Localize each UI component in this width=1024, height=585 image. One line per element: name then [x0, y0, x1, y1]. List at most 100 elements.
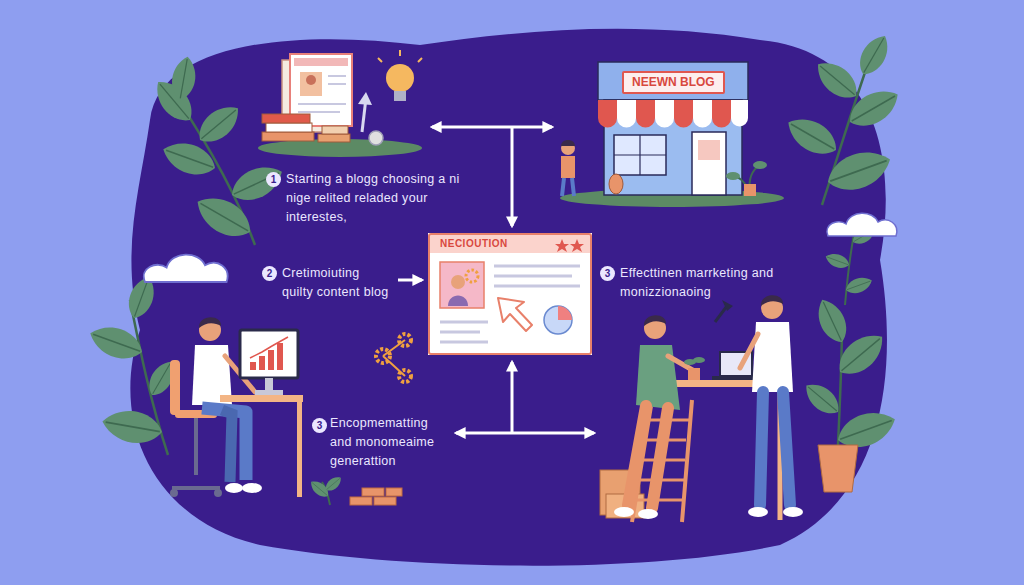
shop-illustration [604, 100, 742, 195]
shop-illustration [562, 178, 574, 196]
shop-illustration [693, 118, 712, 128]
desk-worker-illustration [277, 343, 283, 370]
gear-icons [376, 334, 411, 382]
bricks [374, 497, 396, 505]
potted-plant [800, 295, 901, 492]
team-illustration [715, 306, 727, 322]
gear-icons [399, 370, 411, 382]
desk-worker-illustration [259, 356, 265, 370]
leaf-cluster [226, 159, 288, 208]
leaf-sprig [844, 274, 875, 297]
browser-window [466, 270, 478, 282]
shop-illustration [712, 118, 731, 128]
shop-illustration [609, 174, 623, 194]
gear-icons [376, 349, 390, 363]
leaf-cluster [85, 273, 179, 455]
desk-worker-illustration [214, 489, 222, 497]
desk-worker-illustration [297, 402, 302, 497]
shop-illustration [731, 100, 748, 118]
shop-illustration [598, 118, 617, 128]
team-illustration [628, 406, 668, 508]
shop-illustration [636, 100, 655, 118]
potted-plant [800, 377, 845, 420]
books-illustration [318, 134, 350, 142]
team-illustration [722, 300, 733, 311]
leaf-cluster [158, 136, 219, 182]
desk-worker-illustration [265, 378, 273, 390]
cloud [144, 255, 228, 282]
team-illustration [748, 507, 768, 517]
shop-illustration [560, 62, 784, 207]
bricks [350, 497, 372, 505]
books-illustration [258, 50, 422, 157]
leaf-cluster [853, 30, 895, 80]
step-number: 3 [312, 418, 327, 433]
books-illustration [358, 92, 372, 105]
shop-illustration [561, 141, 575, 155]
flow-arrow [511, 362, 514, 433]
books-illustration [306, 75, 316, 85]
leaf-cluster [810, 54, 864, 105]
shop-illustration [617, 118, 636, 128]
step-text: Encopmematting and monomeaime generattio… [330, 414, 450, 471]
shop-illustration [674, 118, 693, 128]
potted-plant [811, 295, 853, 348]
desk-worker-illustration [225, 483, 243, 493]
books-illustration [294, 58, 348, 66]
leaf-cluster [169, 55, 199, 102]
browser-window [451, 275, 465, 289]
flow-arrow [432, 126, 552, 129]
background-blob [130, 29, 887, 566]
shop-illustration [731, 118, 748, 127]
desk-worker-illustration [250, 362, 256, 370]
browser-window [498, 298, 532, 331]
shop-illustration [693, 100, 712, 118]
leaf-cluster [781, 30, 905, 205]
leaf-cluster [100, 406, 165, 447]
shop-illustration [744, 184, 756, 196]
shop-illustration [598, 100, 617, 118]
desk-worker-illustration [240, 330, 298, 378]
desk-worker-illustration [170, 360, 180, 415]
leaf-cluster [192, 98, 246, 149]
team-illustration [693, 357, 705, 363]
team-illustration [761, 295, 783, 306]
bricks [362, 488, 384, 496]
books-illustration [394, 91, 406, 101]
team-illustration [636, 345, 680, 410]
flow-arrow [456, 432, 594, 435]
potted-plant [818, 445, 858, 492]
browser-window [448, 296, 468, 307]
team-illustration [760, 392, 790, 505]
shop-illustration [753, 161, 767, 169]
team-illustration [740, 334, 758, 368]
books-illustration [386, 64, 414, 92]
browser-window [570, 239, 584, 252]
desk-worker-illustration [170, 489, 178, 497]
shop-illustration [655, 118, 674, 128]
shop-sign: NEEWN BLOG [622, 71, 725, 94]
node-title: NECIOUTION [430, 235, 590, 253]
leaf-cluster [85, 320, 146, 366]
shop-illustration [674, 100, 693, 118]
books-illustration [262, 114, 310, 123]
flow-arrow [398, 279, 422, 282]
browser-window [428, 233, 592, 355]
bricks [323, 474, 344, 494]
background-blob [130, 29, 887, 566]
desk-worker-illustration [172, 418, 220, 488]
shop-illustration [614, 135, 666, 175]
shop-illustration [655, 100, 674, 118]
desk-worker-illustration [268, 350, 274, 370]
leaf-cluster [822, 143, 896, 198]
desk-worker-illustration [220, 395, 303, 402]
team-illustration [644, 315, 666, 326]
books-illustration [322, 126, 348, 134]
browser-window [558, 306, 572, 320]
browser-window [440, 266, 580, 342]
gear-icons [399, 334, 411, 346]
step-text: Starting a blogg choosing a ni nige reli… [286, 170, 464, 227]
